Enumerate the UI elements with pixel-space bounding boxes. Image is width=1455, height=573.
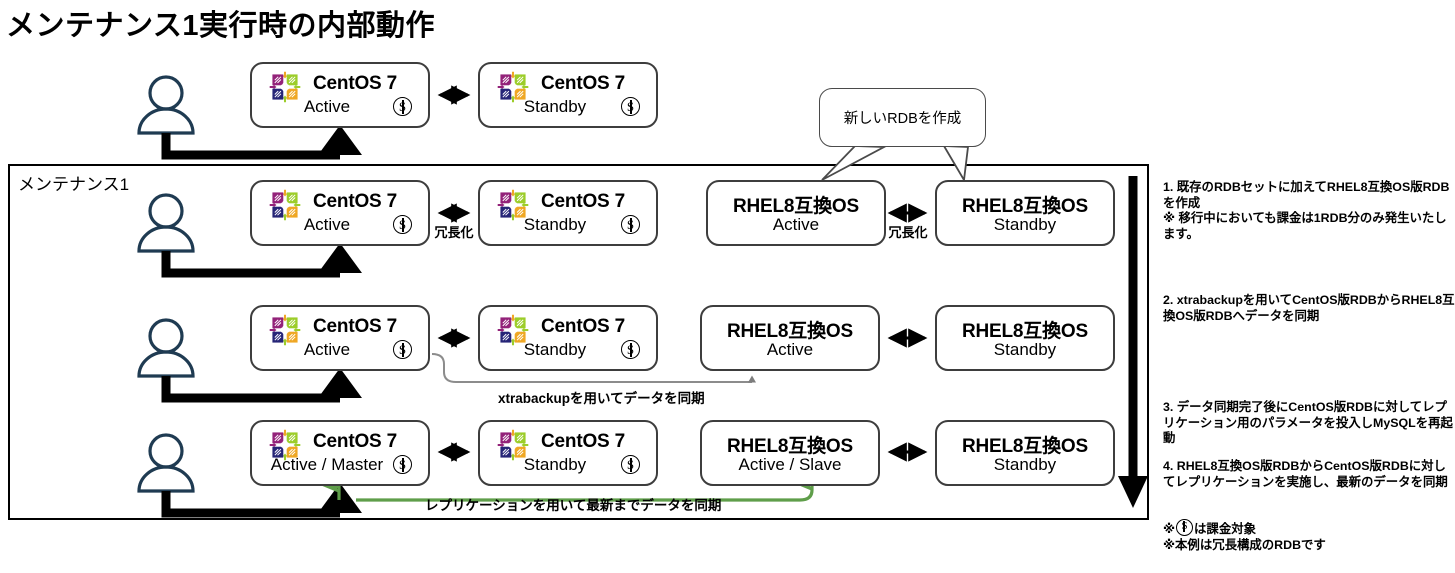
node-role-label: Standby <box>523 215 587 234</box>
node-role-label: Active / Slave <box>738 455 842 474</box>
centos-logo-icon <box>497 189 529 221</box>
redundancy-label: 冗長化 <box>434 225 474 240</box>
note-step-1: 1. 既存のRDBセットに加えてRHEL8互換OS版RDBを作成 ※ 移行中にお… <box>1163 180 1450 241</box>
centos-logo-icon <box>269 314 301 346</box>
node-os-label: CentOS 7 <box>313 316 397 337</box>
node-box[interactable]: CentOS 7 Active <box>250 305 430 371</box>
node-os-label: CentOS 7 <box>541 431 625 452</box>
billing-badge-icon <box>1176 519 1194 536</box>
billing-badge-icon <box>393 455 412 474</box>
billing-badge-icon <box>393 215 412 234</box>
user-connection-arrowhead <box>318 125 362 155</box>
node-os-label: CentOS 7 <box>313 431 397 452</box>
node-os-label: CentOS 7 <box>313 73 397 94</box>
node-role-label: Standby <box>993 455 1057 474</box>
node-role-label: Standby <box>993 340 1057 359</box>
centos-logo-icon <box>269 71 301 103</box>
node-role-label: Standby <box>523 97 587 116</box>
user-connection-arrow <box>161 491 340 518</box>
centos-logo-icon <box>497 314 529 346</box>
legend-billing-text: は課金対象 <box>1194 522 1256 536</box>
node-box[interactable]: CentOS 7 Standby <box>478 305 658 371</box>
node-box[interactable]: CentOS 7 Standby <box>478 420 658 486</box>
node-role-label: Active <box>303 97 351 116</box>
user-connection-arrow <box>161 133 340 160</box>
node-box[interactable]: RHEL8互換OS Standby <box>935 180 1115 246</box>
node-role-label: Standby <box>523 340 587 359</box>
callout-create-new-rdb: 新しいRDBを作成 <box>819 88 986 147</box>
node-role-label: Active <box>772 215 820 234</box>
billing-badge-icon <box>621 340 640 359</box>
legend: ※は課金対象 ※本例は冗長構成のRDBです <box>1163 519 1326 553</box>
node-role-label: Active <box>303 215 351 234</box>
node-role-label: Standby <box>993 215 1057 234</box>
user-connection-arrowhead <box>318 243 362 273</box>
node-os-label: CentOS 7 <box>541 316 625 337</box>
user-connection-arrow <box>161 251 340 278</box>
node-os-label: CentOS 7 <box>541 73 625 94</box>
node-role-label: Standby <box>523 455 587 474</box>
node-box[interactable]: RHEL8互換OS Active <box>706 180 886 246</box>
node-os-label: RHEL8互換OS <box>727 436 853 457</box>
note-step-3: 3. データ同期完了後にCentOS版RDBに対してレプリケーション用のパラメー… <box>1163 400 1453 445</box>
replication-flow-label: レプリケーションを用いて最新までデータを同期 <box>425 498 722 513</box>
billing-badge-icon <box>393 340 412 359</box>
redundancy-label: 冗長化 <box>888 225 928 240</box>
node-os-label: RHEL8互換OS <box>962 196 1088 217</box>
user-connection-arrow <box>161 376 340 403</box>
node-os-label: CentOS 7 <box>541 191 625 212</box>
page-title: メンテナンス1実行時の内部動作 <box>6 10 436 42</box>
billing-badge-icon <box>621 455 640 474</box>
node-role-label: Active <box>303 340 351 359</box>
centos-logo-icon <box>269 189 301 221</box>
user-icon <box>137 75 195 135</box>
node-os-label: RHEL8互換OS <box>962 436 1088 457</box>
node-box[interactable]: CentOS 7 Standby <box>478 180 658 246</box>
node-os-label: RHEL8互換OS <box>962 321 1088 342</box>
node-box[interactable]: RHEL8互換OS Active <box>700 305 880 371</box>
billing-badge-icon <box>621 215 640 234</box>
centos-logo-icon <box>497 429 529 461</box>
node-box[interactable]: CentOS 7 Active <box>250 180 430 246</box>
process-direction-arrow <box>1118 176 1148 508</box>
maintenance-frame-label: メンテナンス1 <box>18 175 130 194</box>
callout-text: 新しいRDBを作成 <box>843 111 962 127</box>
node-os-label: CentOS 7 <box>313 191 397 212</box>
node-os-label: RHEL8互換OS <box>733 196 859 217</box>
xtrabackup-flow-label: xtrabackupを用いてデータを同期 <box>498 391 705 406</box>
maintenance-frame <box>8 164 1149 520</box>
node-role-label: Active <box>766 340 814 359</box>
callout-tail <box>821 145 970 183</box>
node-box[interactable]: CentOS 7 Active / Master <box>250 420 430 486</box>
node-box[interactable]: CentOS 7 Standby <box>478 62 658 128</box>
user-connection-arrowhead <box>318 368 362 398</box>
user-icon <box>137 433 195 493</box>
user-icon <box>137 193 195 253</box>
note-step-2: 2. xtrabackupを用いてCentOS版RDBからRHEL8互換OS版R… <box>1163 293 1455 323</box>
node-box[interactable]: RHEL8互換OS Standby <box>935 420 1115 486</box>
legend-redundancy-note: ※本例は冗長構成のRDBです <box>1163 538 1326 552</box>
note-step-4: 4. RHEL8互換OS版RDBからCentOS版RDBに対してレプリケーション… <box>1163 459 1448 489</box>
billing-badge-icon <box>621 97 640 116</box>
legend-billing-line: ※は課金対象 <box>1163 519 1326 537</box>
user-icon <box>137 318 195 378</box>
node-os-label: RHEL8互換OS <box>727 321 853 342</box>
xtrabackup-flow-arrow <box>431 353 756 383</box>
billing-badge-icon <box>393 97 412 116</box>
node-box[interactable]: RHEL8互換OS Active / Slave <box>700 420 880 486</box>
node-box[interactable]: CentOS 7 Active <box>250 62 430 128</box>
replication-flow-arrow <box>356 477 814 502</box>
centos-logo-icon <box>269 429 301 461</box>
node-box[interactable]: RHEL8互換OS Standby <box>935 305 1115 371</box>
node-role-label: Active / Master <box>270 455 384 474</box>
centos-logo-icon <box>497 71 529 103</box>
